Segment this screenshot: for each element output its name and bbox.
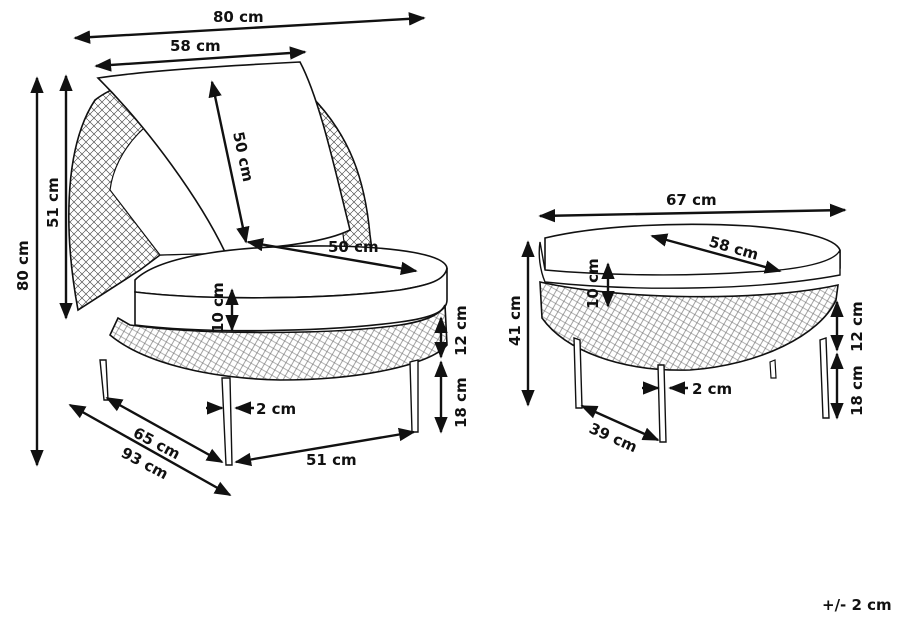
chair-leg-span-label: 51 cm <box>306 451 357 469</box>
chair-leg-right <box>409 359 419 433</box>
ottoman-cushion-depth-line <box>650 233 782 274</box>
ottoman-total-width-label: 67 cm <box>666 191 717 209</box>
chair-total-width-label: 80 cm <box>213 8 264 26</box>
chair-drawing: 80 cm 58 cm 50 cm 50 cm 80 cm 51 cm 10 c… <box>14 8 470 497</box>
ottoman-leg-height-label: 18 cm <box>848 365 866 416</box>
ottoman-cushion-thickness-label: 10 cm <box>584 258 602 309</box>
ottoman-leg-span-line <box>580 404 660 442</box>
chair-cushion-width-label: 58 cm <box>170 37 221 55</box>
ottoman-total-height-label: 41 cm <box>506 295 524 346</box>
chair-base-depth-outer-line <box>68 403 232 497</box>
chair-pillow-height-line <box>208 80 250 244</box>
ottoman-leg-span-label: 39 cm <box>586 419 640 456</box>
chair-back-height-label: 51 cm <box>44 177 62 228</box>
chair-total-height-label: 80 cm <box>14 240 32 291</box>
ottoman-leg-back <box>769 359 777 379</box>
chair-frame-band-label: 12 cm <box>452 305 470 356</box>
chair-total-width-line <box>73 12 426 44</box>
chair-leg-left <box>99 359 109 401</box>
ottoman-frame-band-label: 12 cm <box>848 301 866 352</box>
ottoman-leg-right <box>819 337 830 419</box>
chair-cushion-width-line <box>94 46 307 72</box>
chair-seat-depth-line <box>246 237 418 276</box>
chair-leg-diameter-label: 2 cm <box>256 400 296 418</box>
tolerance-note: +/- 2 cm <box>822 596 892 614</box>
ottoman-leg-left <box>573 337 583 409</box>
ottoman-total-width-line <box>538 203 847 223</box>
chair-leg-height-label: 18 cm <box>452 377 470 428</box>
chair-seat-depth-label: 50 cm <box>328 238 379 256</box>
ottoman-leg-front <box>657 364 667 443</box>
ottoman-drawing: 67 cm 58 cm 10 cm 41 cm 12 cm 18 cm 2 cm… <box>506 191 866 456</box>
chair-seat-cushion-side <box>134 267 448 332</box>
chair-cushion-thickness-label: 10 cm <box>209 282 227 333</box>
chair-leg-span-line <box>234 427 416 467</box>
ottoman-leg-diameter-label: 2 cm <box>692 380 732 398</box>
chair-leg-front <box>221 377 233 466</box>
